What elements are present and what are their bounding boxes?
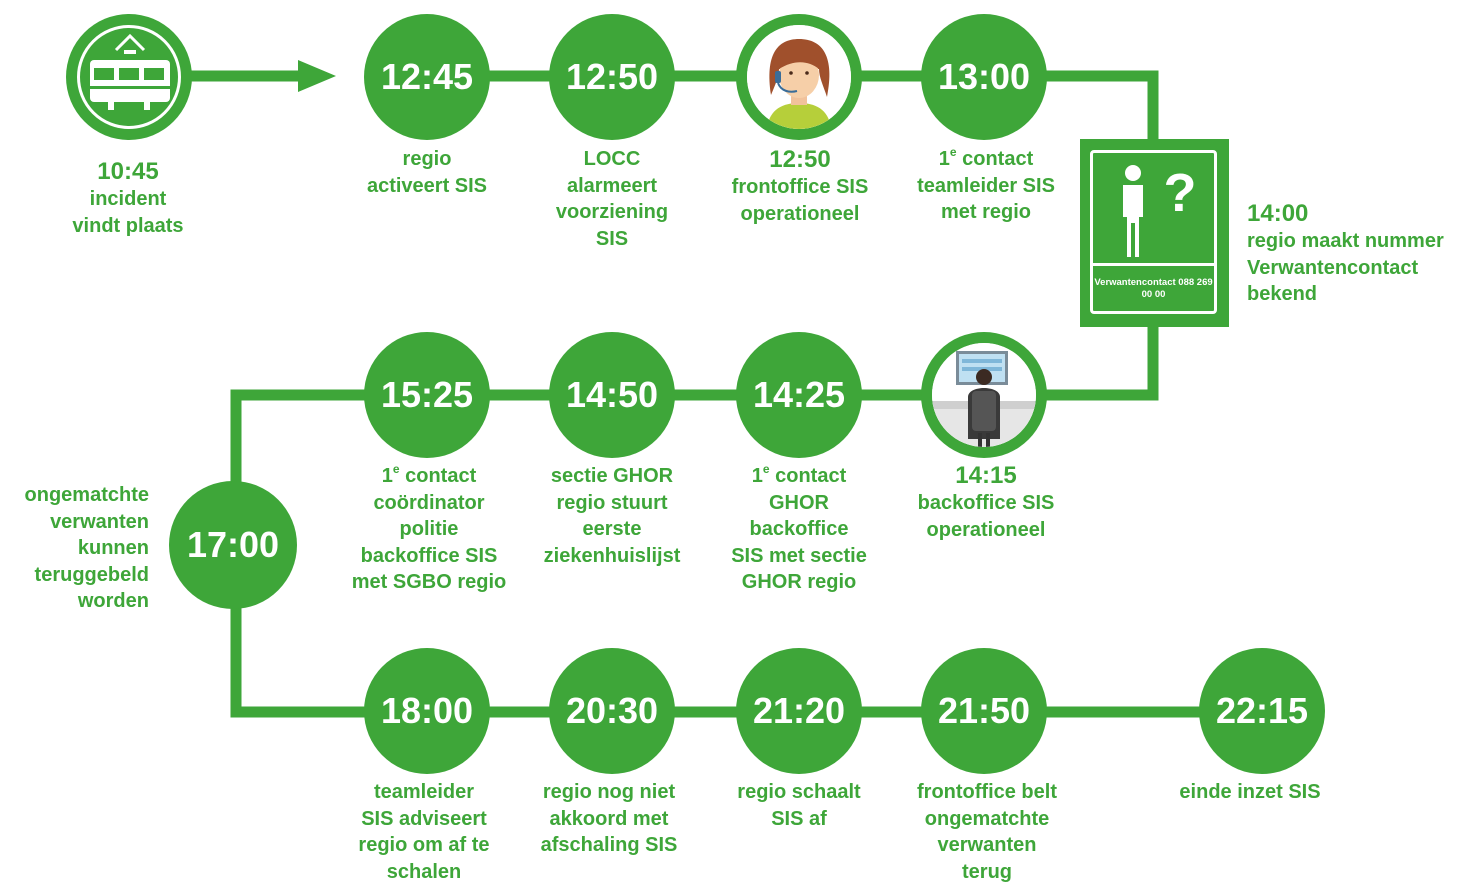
sign-text: Verwantencontact 088 269 00 00 [1090, 277, 1217, 301]
label-line: teamleider SIS [896, 173, 1076, 200]
label-line: met regio [896, 199, 1076, 226]
label-line: SIS adviseert [334, 806, 514, 833]
node-1450: 14:50 [549, 332, 675, 458]
time-text: 14:00 [1247, 200, 1467, 228]
label-2030: regio nog niet akkoord met afschaling SI… [519, 779, 699, 859]
label-1450: sectie GHOR regio stuurt eerste ziekenhu… [522, 463, 702, 569]
label-line: ziekenhuislijst [522, 543, 702, 570]
label-line: regio [337, 146, 517, 173]
label-line: regio stuurt [522, 490, 702, 517]
label-1400: 14:00 regio maakt nummer Verwantencontac… [1247, 200, 1467, 308]
label-line: teruggebeld [0, 562, 149, 589]
time-text: 10:45 [38, 158, 218, 186]
node-2215: 22:15 [1199, 648, 1325, 774]
label-1250-frontoffice: 12:50 frontoffice SIS operationeel [710, 146, 890, 227]
label-line: bekend [1247, 281, 1467, 308]
label-line: frontoffice SIS [710, 174, 890, 201]
label-1300: 1e contact teamleider SIS met regio [896, 146, 1076, 226]
node-1800: 18:00 [364, 648, 490, 774]
node-2120: 21:20 [736, 648, 862, 774]
label-line: vindt plaats [38, 213, 218, 240]
label-line: kunnen [0, 535, 149, 562]
label-1245: regio activeert SIS [337, 146, 517, 199]
node-2150: 21:50 [921, 648, 1047, 774]
arrow-head-icon [298, 60, 336, 92]
person-question-icon: ? [1080, 139, 1229, 263]
frontoffice-node [736, 14, 862, 140]
label-line: worden [0, 588, 149, 615]
label-line: akkoord met [519, 806, 699, 833]
label-2150: frontoffice belt ongematchte verwanten t… [897, 779, 1077, 885]
label-line: operationeel [710, 201, 890, 228]
label-line: coördinator [339, 490, 519, 517]
label-line: backoffice SIS [896, 490, 1076, 517]
label-start: 10:45 incident vindt plaats [38, 158, 218, 239]
label-line: GHOR regio [709, 569, 889, 596]
label-line: regio nog niet [519, 779, 699, 806]
frontoffice-operator-icon [747, 25, 851, 129]
node-1425: 14:25 [736, 332, 862, 458]
sign-divider [1090, 263, 1217, 266]
label-line: voorziening [522, 199, 702, 226]
backoffice-node [921, 332, 1047, 458]
label-line: verwanten [0, 509, 149, 536]
label-line: 1e contact [896, 146, 1076, 173]
time-text: 14:15 [896, 462, 1076, 490]
label-1800: teamleider SIS adviseert regio om af te … [334, 779, 514, 885]
label-line: LOCC [522, 146, 702, 173]
label-line: schalen [334, 859, 514, 885]
label-line: incident [38, 186, 218, 213]
label-line: backoffice [709, 516, 889, 543]
label-line: afschaling SIS [519, 832, 699, 859]
label-line: SIS met sectie [709, 543, 889, 570]
verwantencontact-sign: ? Verwantencontact 088 269 00 00 [1080, 139, 1229, 327]
svg-text:?: ? [1164, 163, 1197, 223]
backoffice-operator-icon [932, 343, 1036, 447]
label-line: GHOR [709, 490, 889, 517]
label-line: politie [339, 516, 519, 543]
node-1245: 12:45 [364, 14, 490, 140]
label-1425: 1e contact GHOR backoffice SIS met secti… [709, 463, 889, 596]
label-line: SIS [522, 226, 702, 253]
node-1700: 17:00 [169, 481, 297, 609]
label-line: 1e contact [709, 463, 889, 490]
label-line: SIS af [709, 806, 889, 833]
label-line: Verwantencontact [1247, 255, 1467, 282]
label-line: einde inzet SIS [1160, 779, 1340, 806]
label-line: teamleider [334, 779, 514, 806]
label-line: regio maakt nummer [1247, 228, 1467, 255]
label-line: ongematchte [897, 806, 1077, 833]
label-1250-locc: LOCC alarmeert voorziening SIS [522, 146, 702, 252]
node-1525: 15:25 [364, 332, 490, 458]
label-line: sectie GHOR [522, 463, 702, 490]
label-line: eerste [522, 516, 702, 543]
time-text: 12:50 [710, 146, 890, 174]
label-line: regio schaalt [709, 779, 889, 806]
label-line: activeert SIS [337, 173, 517, 200]
label-line: alarmeert [522, 173, 702, 200]
label-line: verwanten [897, 832, 1077, 859]
node-2030: 20:30 [549, 648, 675, 774]
label-2215: einde inzet SIS [1160, 779, 1340, 806]
sign-line: Verwantencontact [1094, 277, 1175, 288]
label-line: operationeel [896, 517, 1076, 544]
label-line: backoffice SIS [339, 543, 519, 570]
label-line: 1e contact [339, 463, 519, 490]
label-1700: ongematchte verwanten kunnen teruggebeld… [0, 482, 149, 615]
label-line: met SGBO regio [339, 569, 519, 596]
label-1415: 14:15 backoffice SIS operationeel [896, 462, 1076, 543]
node-1300: 13:00 [921, 14, 1047, 140]
tram-node [66, 14, 192, 140]
node-1250-locc: 12:50 [549, 14, 675, 140]
label-2120: regio schaalt SIS af [709, 779, 889, 832]
label-line: terug [897, 859, 1077, 885]
label-line: frontoffice belt [897, 779, 1077, 806]
label-line: regio om af te [334, 832, 514, 859]
label-1525: 1e contact coördinator politie backoffic… [339, 463, 519, 596]
label-line: ongematchte [0, 482, 149, 509]
tram-icon [77, 25, 181, 129]
